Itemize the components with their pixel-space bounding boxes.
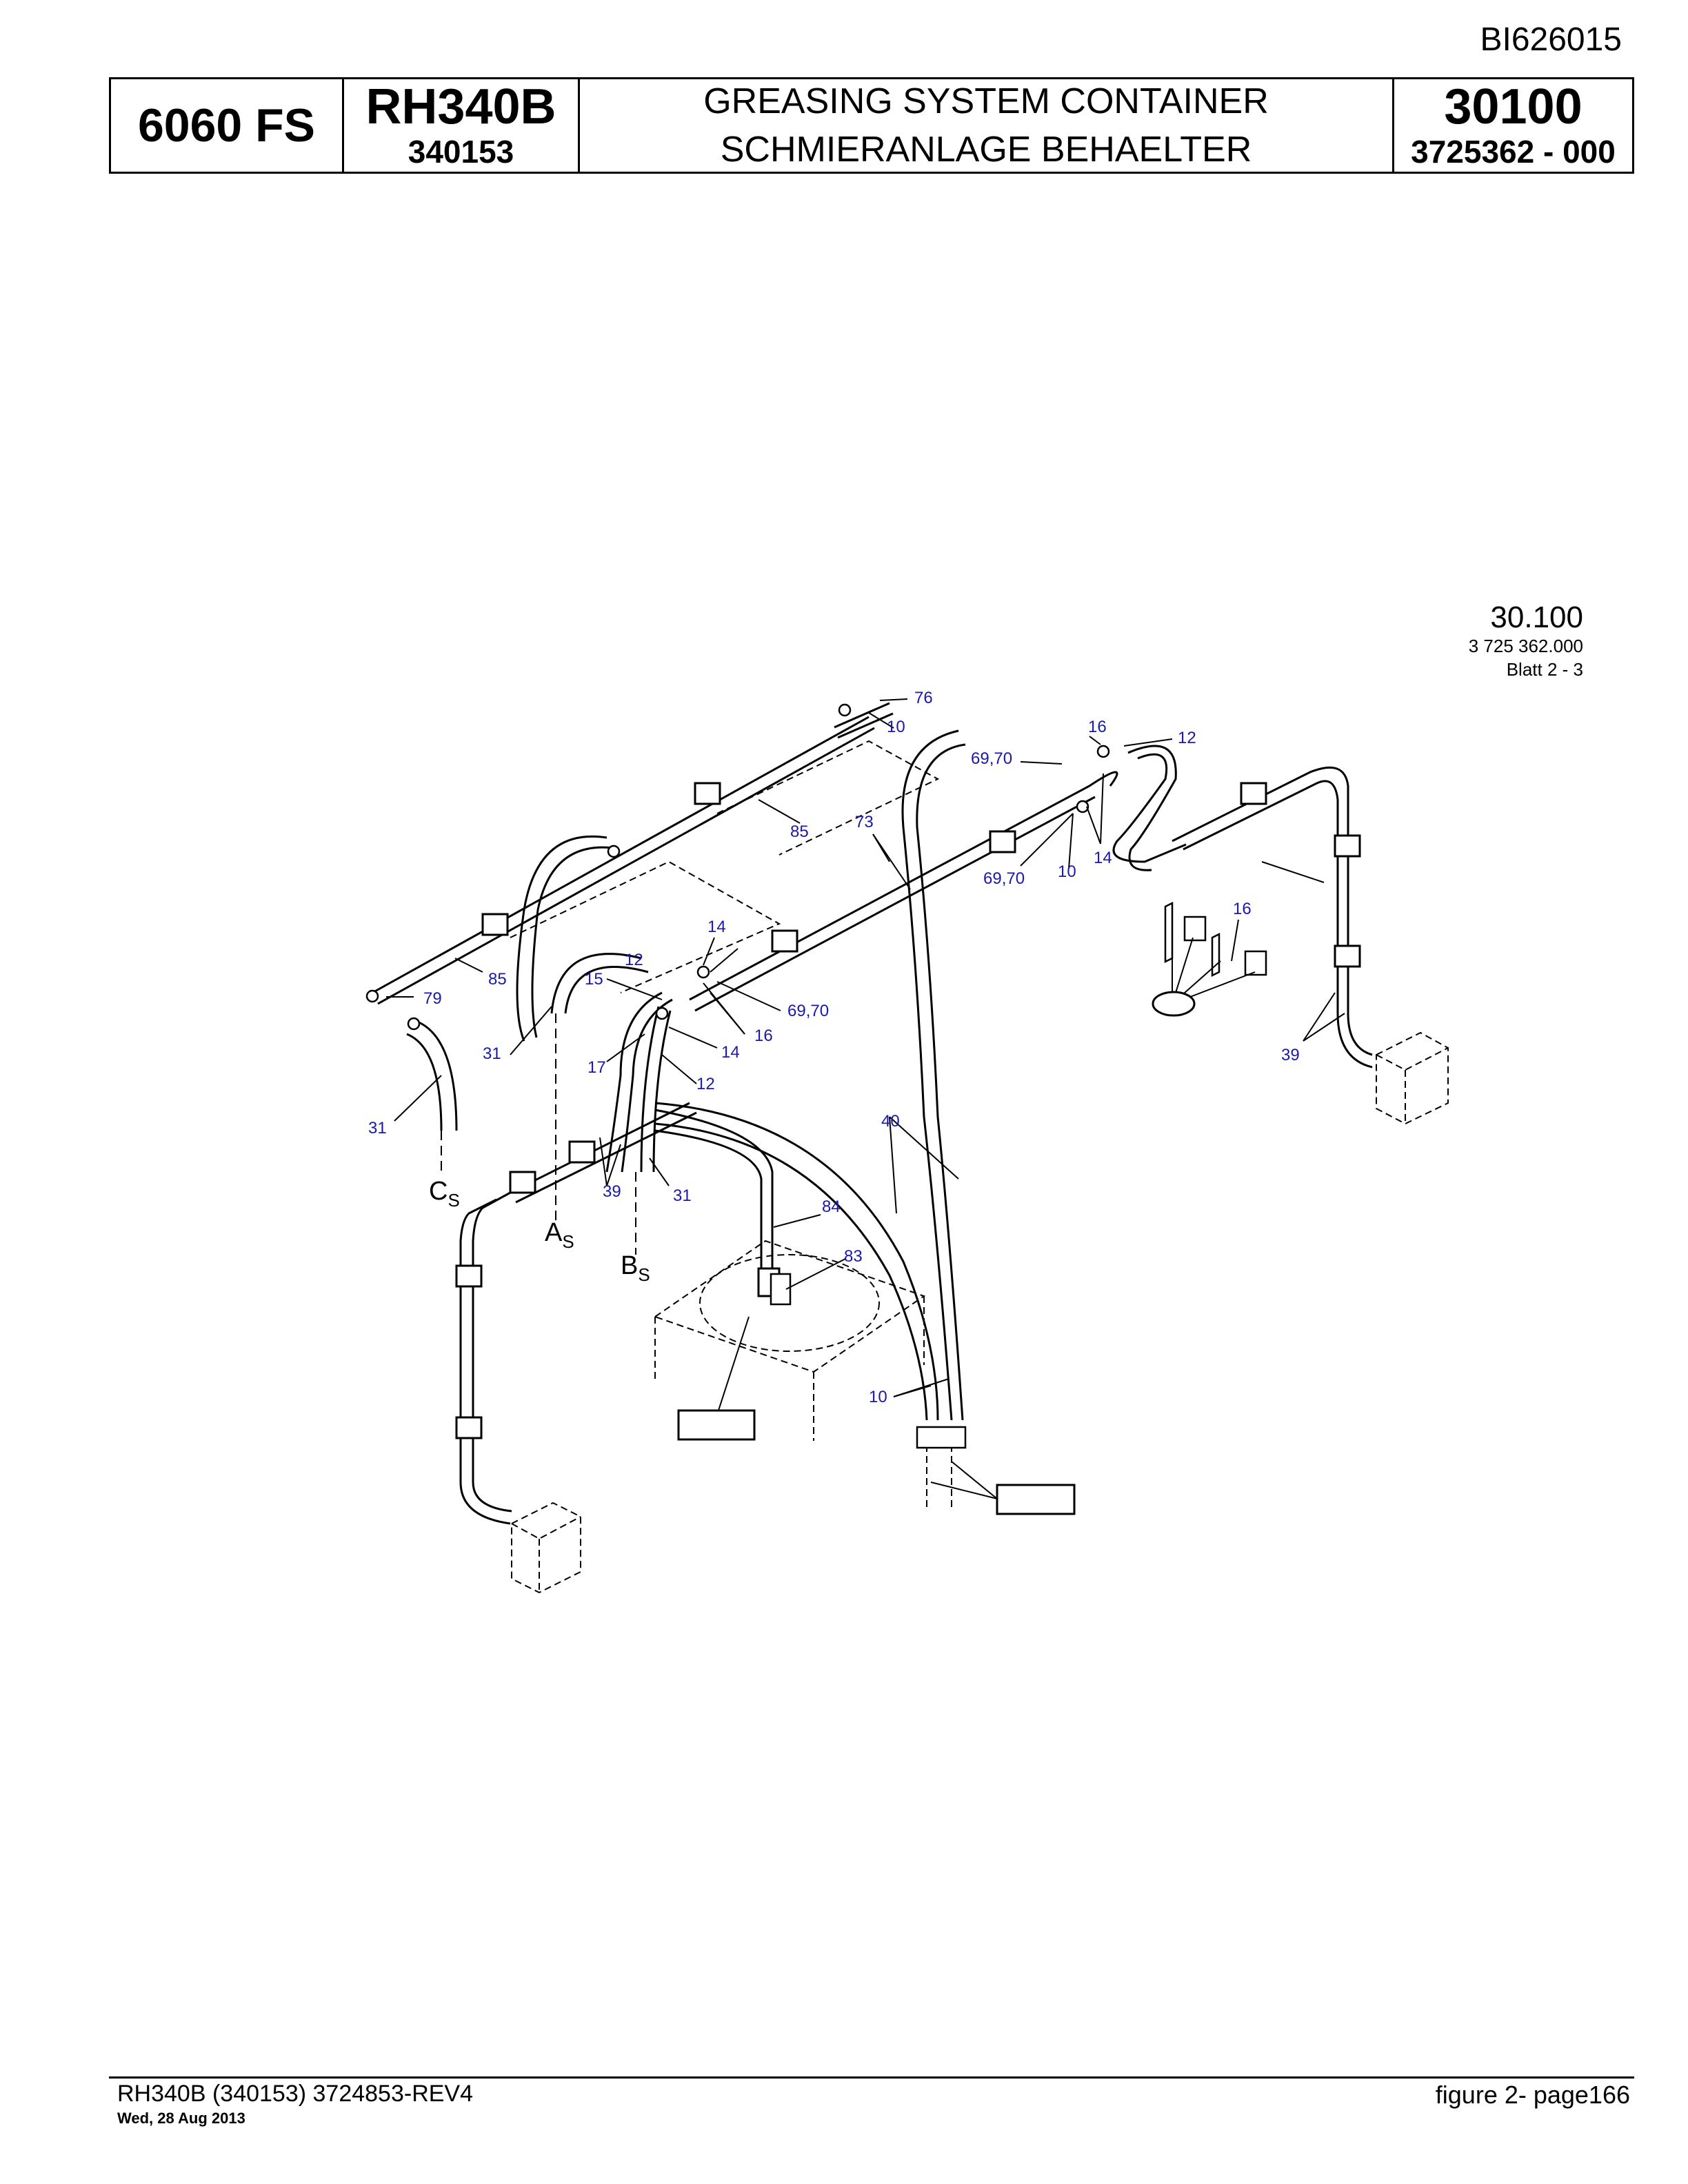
group-number: 30100 xyxy=(1444,79,1582,134)
callout-label: 12 xyxy=(1178,729,1196,747)
ref-box-30010 xyxy=(996,1484,1076,1515)
callout-label: 85 xyxy=(488,970,507,989)
containers xyxy=(510,740,1449,1594)
callout-label: 31 xyxy=(483,1044,501,1063)
drawing-sheet: Blatt 2 - 3 xyxy=(1507,659,1583,680)
model-cell: RH340B 340153 xyxy=(344,79,580,172)
callout-label: 15 xyxy=(585,970,603,989)
connector-dash-lines xyxy=(441,1013,636,1255)
callout-label: 10 xyxy=(869,1388,887,1406)
title-english: GREASING SYSTEM CONTAINER xyxy=(703,81,1269,121)
callout-label: 31 xyxy=(673,1186,692,1205)
pipes xyxy=(372,702,1373,1525)
callout-label: 83 xyxy=(844,1247,863,1266)
footer-rule xyxy=(109,2076,1634,2079)
group-cell: 30100 3725362 - 000 xyxy=(1394,79,1632,172)
callout-label: 31 xyxy=(368,1119,387,1138)
part-number: 3725362 - 000 xyxy=(1411,134,1616,170)
ref-box-30300 xyxy=(677,1409,756,1441)
machine-type: 6060 FS xyxy=(137,99,316,152)
connector-a-label: AS xyxy=(545,1218,574,1252)
serial-number: 340153 xyxy=(408,134,514,170)
model-number: RH340B xyxy=(365,79,556,134)
callout-label: 85 xyxy=(790,822,809,841)
clamps xyxy=(455,782,1361,1439)
callout-label: 12 xyxy=(696,1075,715,1093)
title-german: SCHMIERANLAGE BEHAELTER xyxy=(720,130,1252,170)
callout-label: 69,70 xyxy=(787,1002,829,1020)
callout-label: 10 xyxy=(1058,862,1076,881)
drawing-ref-sub: 3 725 362.000 xyxy=(1469,636,1583,656)
callout-label: 69,70 xyxy=(983,869,1025,888)
footer-doc-ref: RH340B (340153) 3724853-REV4 xyxy=(117,2081,474,2107)
connector-labels: CS AS BS xyxy=(429,1177,650,1285)
footer-date: Wed, 28 Aug 2013 xyxy=(117,2110,245,2127)
title-cell: GREASING SYSTEM CONTAINER SCHMIERANLAGE … xyxy=(580,79,1394,172)
callout-label: 69,70 xyxy=(971,749,1012,768)
callout-label: 14 xyxy=(721,1043,740,1062)
callout-label: 40 xyxy=(881,1112,900,1131)
callout-label: 12 xyxy=(625,951,643,969)
callout-label: 14 xyxy=(1094,849,1112,867)
callout-label: 16 xyxy=(1088,718,1107,736)
document-id: BI626015 xyxy=(1480,21,1622,58)
connector-c-label: CS xyxy=(429,1177,460,1211)
callout-label: 73 xyxy=(855,813,874,831)
callout-label: 39 xyxy=(1281,1046,1300,1064)
title-block: 6060 FS RH340B 340153 GREASING SYSTEM CO… xyxy=(109,77,1634,174)
callout-label: 16 xyxy=(754,1027,773,1045)
bracket-parts xyxy=(365,703,1267,1449)
footer-page: figure 2- page166 xyxy=(1435,2081,1630,2109)
machine-cell: 6060 FS xyxy=(111,79,344,172)
ref-boxes xyxy=(677,991,1196,1515)
connector-b-label: BS xyxy=(621,1251,650,1285)
callout-label: 76 xyxy=(914,689,933,707)
callouts: 7610161269,70857369,70101416757414121569… xyxy=(368,689,1300,1510)
callout-label: 16 xyxy=(1233,900,1252,918)
callout-label: 14 xyxy=(707,918,726,936)
drawing-ref-main: 30.100 xyxy=(1490,600,1583,634)
callout-label: 39 xyxy=(603,1182,621,1201)
callout-label: 10 xyxy=(887,718,905,736)
callout-label: 84 xyxy=(822,1197,841,1216)
callout-label: 17 xyxy=(587,1058,606,1077)
callout-label: 79 xyxy=(423,989,442,1008)
ref-circle-74 xyxy=(1152,991,1196,1017)
leader-lines xyxy=(386,698,1345,1499)
